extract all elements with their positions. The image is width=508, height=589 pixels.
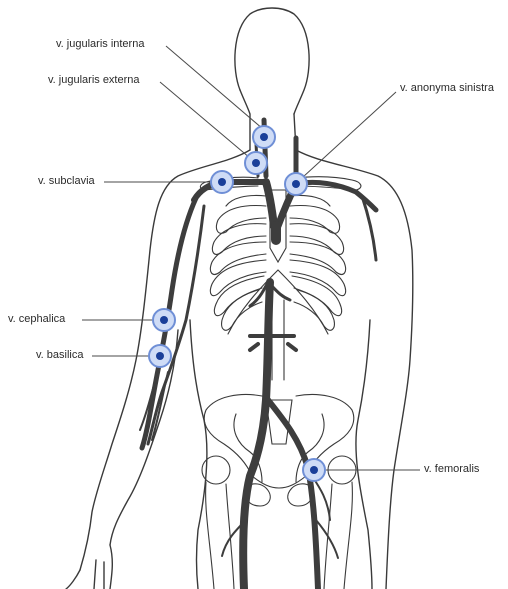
target-circle-icon (211, 171, 233, 193)
rib-right-3 (290, 224, 344, 255)
target-circle-icon (153, 309, 175, 331)
label-cephalica: v. cephalica (8, 313, 65, 326)
brachiocephalic-left (266, 182, 274, 226)
flank-left (190, 320, 207, 589)
rib-left-2 (216, 206, 266, 234)
target-circle-icon (149, 345, 171, 367)
venous-system (140, 120, 376, 589)
leader-anonyma-sinistra (303, 92, 396, 177)
pubic-arch (252, 476, 306, 488)
rib-left-3 (212, 224, 266, 255)
target-circle-icon (303, 459, 325, 481)
label-jugularis-interna: v. jugularis interna (56, 38, 144, 51)
rib-right-1 (290, 195, 330, 206)
leader-jugularis-interna (166, 46, 263, 129)
rib-left-1 (226, 195, 266, 206)
label-jugularis-externa: v. jugularis externa (48, 74, 140, 87)
label-basilica: v. basilica (36, 349, 83, 362)
rib-right-2 (290, 206, 340, 234)
leader-jugularis-externa (160, 82, 250, 158)
left-hand (66, 545, 112, 589)
femur-left (206, 482, 234, 589)
neck-left (240, 90, 250, 150)
costal-arch (228, 270, 328, 334)
label-subclavia: v. subclavia (38, 175, 95, 188)
rib-right-6 (292, 276, 342, 316)
renal-veins (250, 336, 296, 350)
label-femoralis: v. femoralis (424, 463, 479, 476)
label-anonyma-sinistra: v. anonyma sinistra (400, 82, 494, 95)
flank-right (356, 320, 372, 589)
target-circle-icon (253, 126, 275, 148)
target-circle-icon (285, 173, 307, 195)
target-circle-icon (245, 152, 267, 174)
rib-left-4 (210, 242, 266, 274)
ribcage (200, 177, 361, 334)
head-outline (235, 8, 309, 114)
leader-lines (82, 46, 420, 470)
rib-right-4 (290, 242, 346, 274)
inferior-vena-cava (243, 282, 270, 589)
rib-left-6 (214, 276, 264, 316)
iliac-right-branch (268, 400, 318, 589)
lumbar-spine (272, 300, 284, 380)
